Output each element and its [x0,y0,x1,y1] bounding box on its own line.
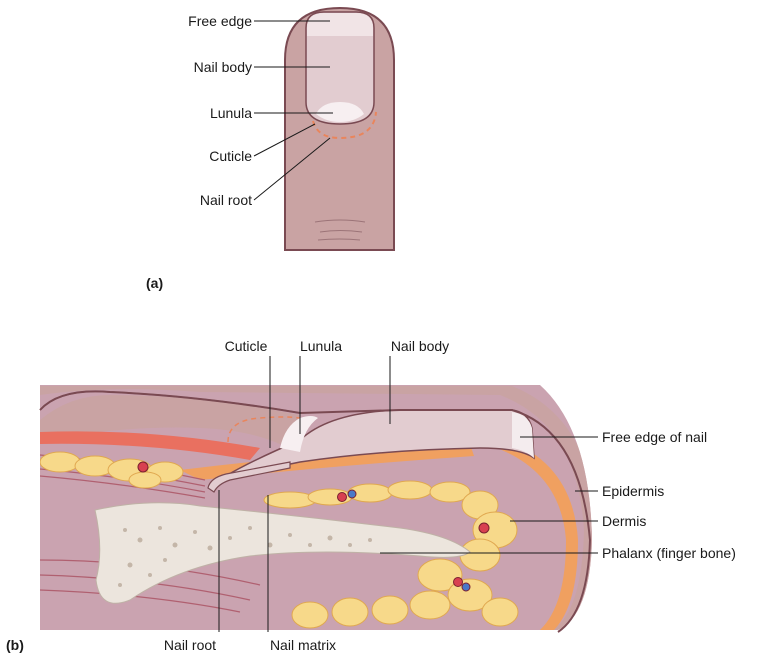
label-b-cuticle: Cuticle [225,338,268,354]
panel-a-finger [285,8,394,250]
label-b-epidermis: Epidermis [602,483,664,499]
label-cuticle: Cuticle [209,148,252,164]
label-b-nail-body: Nail body [391,338,449,354]
label-nail-root: Nail root [200,192,252,208]
label-b-dermis: Dermis [602,513,646,529]
label-b-phalanx: Phalanx (finger bone) [602,545,736,561]
label-b-nail-root: Nail root [164,637,216,653]
panel-b-tag: (b) [6,637,24,653]
label-free-edge: Free edge [188,13,252,29]
label-b-free-edge-of-nail: Free edge of nail [602,429,707,445]
panel-b-section [38,380,598,640]
label-b-nail-matrix: Nail matrix [270,637,336,653]
nail-free-edge [307,13,373,36]
label-b-lunula: Lunula [300,338,342,354]
label-lunula: Lunula [210,105,252,121]
panel-a-tag: (a) [146,275,163,291]
label-nail-body: Nail body [194,59,252,75]
